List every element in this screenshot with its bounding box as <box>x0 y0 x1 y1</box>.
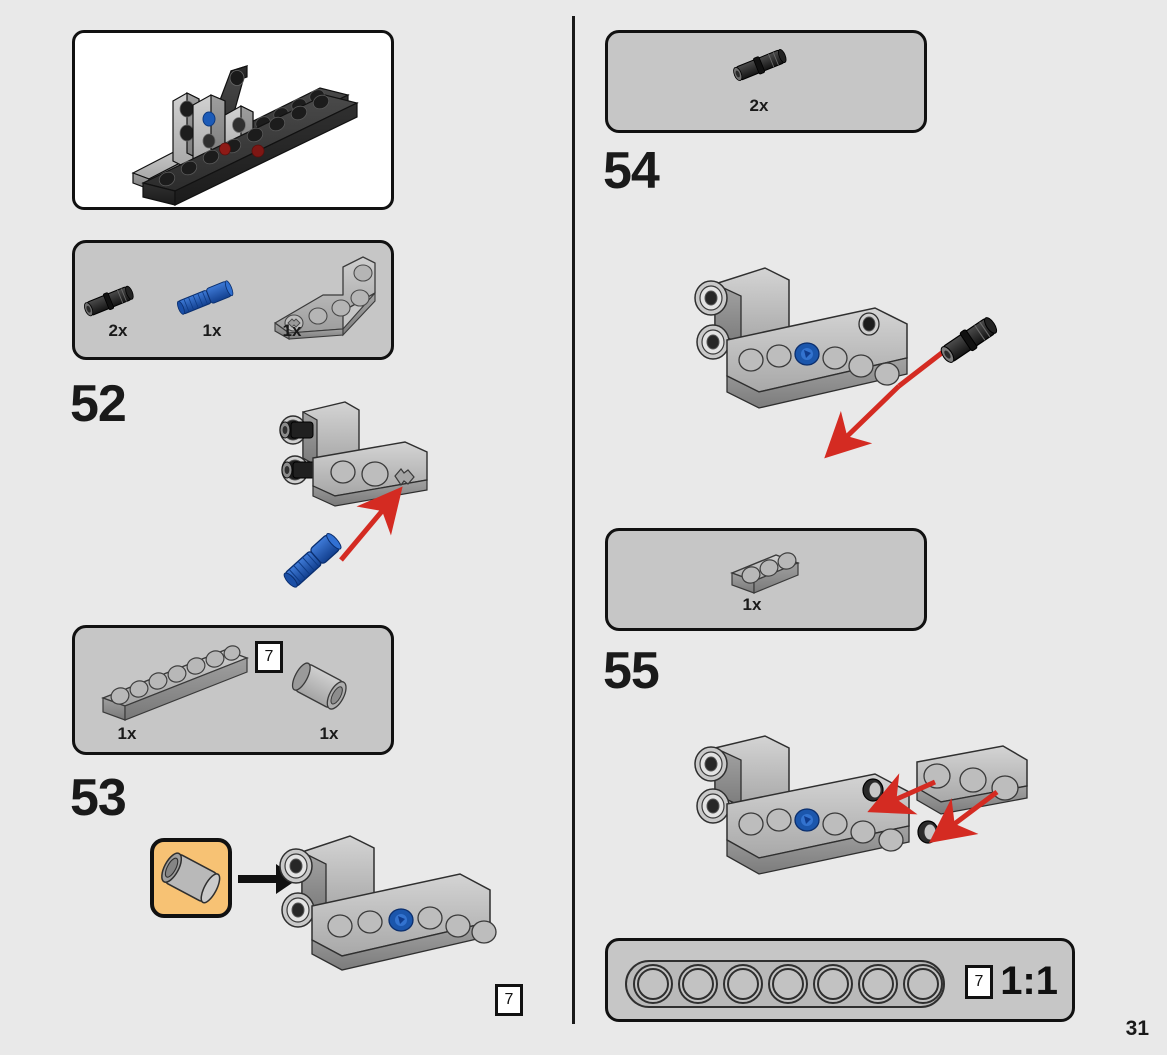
step-number-54: 54 <box>603 142 660 200</box>
page-number: 31 <box>1125 1017 1149 1040</box>
highlighted-bushing-illustration <box>161 852 221 904</box>
grey-beam-7-hole-icon <box>101 645 249 721</box>
blue-axle-pin-icon <box>176 280 234 315</box>
step-52-parts-illustration <box>84 256 376 340</box>
red-pin-a <box>219 142 231 156</box>
blue-pin-in-beam <box>388 908 414 932</box>
step-54-assembly <box>685 262 1015 487</box>
black-pin-attached-lower <box>917 820 939 844</box>
step-52-part-3-qty: 1x <box>282 321 302 340</box>
step-number-53: 53 <box>70 769 127 827</box>
blue-pin-in-beam <box>794 342 820 366</box>
step-52-part-2-qty: 1x <box>202 321 222 340</box>
red-arrow-upper <box>867 773 937 815</box>
scale-beam-length-badge: 7 <box>965 965 993 999</box>
black-pin-inserted-bottom <box>281 455 316 485</box>
step-52-assembly-illustration <box>279 401 428 588</box>
black-pin-attached-upper <box>862 778 884 802</box>
red-insert-arrow <box>339 486 403 562</box>
step-54-assembly-illustration <box>694 267 998 459</box>
step-55-parts-box: 1x <box>605 528 927 631</box>
step-55-assembly-illustration <box>694 735 1028 875</box>
step-53-part-1-qty: 1x <box>117 724 137 743</box>
beam-main-7-hole <box>311 873 497 971</box>
step-53-highlight-box <box>150 838 232 918</box>
red-pin-b <box>251 144 265 158</box>
blue-pin-in-beam <box>794 808 820 832</box>
pin-hole-top <box>279 848 313 884</box>
scale-beam-illustration <box>625 960 945 1008</box>
step-53-parts-box: 7 1x 1x <box>72 625 394 755</box>
step-54-parts-box: 2x <box>605 30 927 133</box>
beam-main-7-hole <box>726 307 908 409</box>
scale-ratio-label: 1:1 <box>1000 959 1058 1003</box>
red-arrow-lower <box>929 790 999 843</box>
step-53-part-2-qty: 1x <box>319 724 339 743</box>
black-pin-inserted-top <box>279 415 314 445</box>
step-53-assembly-length-badge: 7 <box>495 984 523 1016</box>
step-53-beam-length-badge: 7 <box>255 641 283 673</box>
column-divider <box>572 16 575 1024</box>
scale-reference-bar: 7 1:1 <box>605 938 1075 1022</box>
black-pin-attached <box>858 312 880 336</box>
step-53-parts-illustration <box>101 645 347 721</box>
black-beam-front <box>141 94 359 206</box>
step-52-part-1-qty: 2x <box>108 321 128 340</box>
step-55-part-1-qty: 1x <box>742 595 762 614</box>
grey-bushing-icon <box>291 662 347 710</box>
blue-axle-pin-loose <box>283 532 342 588</box>
step-52-assembly <box>255 390 470 595</box>
pin-hole-bottom <box>696 324 730 360</box>
step-number-52: 52 <box>70 375 127 433</box>
grey-beam-3-hole-icon <box>730 552 800 594</box>
step-53-assembly <box>262 822 532 1022</box>
pin-hole-top <box>694 746 728 782</box>
pin-hole-top <box>694 280 728 316</box>
previous-assembly-preview <box>72 30 394 210</box>
black-pin-connector-icon <box>84 285 134 317</box>
step-53-assembly-illustration <box>279 835 497 971</box>
black-pin-loose <box>940 317 998 363</box>
step-52-parts-box: 2x 1x 1x <box>72 240 394 360</box>
axle-hole-icon <box>394 468 415 487</box>
grey-angled-beam-icon <box>274 256 376 340</box>
red-insert-arrow <box>824 384 901 459</box>
pin-hole-bottom <box>696 788 730 824</box>
step-number-55: 55 <box>603 642 660 700</box>
step-55-assembly <box>685 735 1035 920</box>
red-insert-arrow-line <box>897 350 945 388</box>
step-55-parts-illustration <box>730 552 800 594</box>
beam-main-7-hole <box>726 773 939 875</box>
step-54-parts-illustration <box>733 49 787 82</box>
pin-hole-bottom <box>281 892 315 928</box>
black-pin-connector-icon <box>733 49 787 82</box>
preview-assembly-illustration <box>131 65 359 206</box>
step-54-part-1-qty: 2x <box>749 96 769 115</box>
